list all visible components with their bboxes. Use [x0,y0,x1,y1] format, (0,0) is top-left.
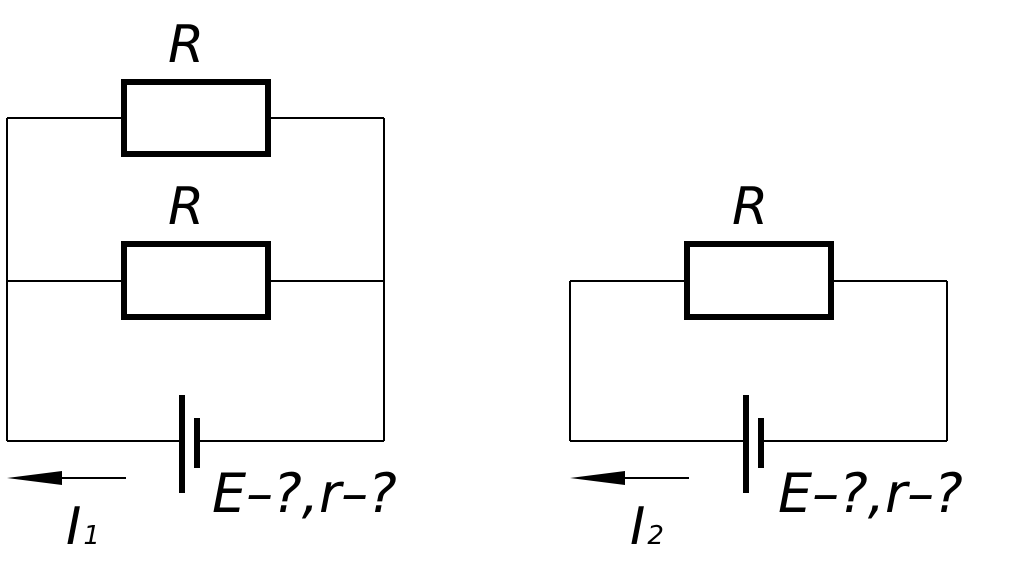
c2-current-label: I2 [630,497,664,557]
c1-source-label: E–?,r–? [212,462,397,525]
c1-current-label: I1 [66,497,100,557]
c2-source-label: E–?,r–? [778,462,963,525]
c2-source-symbol [743,395,764,493]
circuit-2: R E–?,r–? I2 [569,177,963,557]
c1-resistor-bottom-label: R [168,177,204,237]
c1-source-symbol [179,395,200,493]
c1-resistor-top-label: R [168,15,204,75]
c1-resistor-bottom [121,241,271,320]
c1-current-symbol: I [66,497,81,557]
c1-current-subscript: 1 [83,521,100,551]
circuit-1: R R E–?,r–? I1 [6,15,397,557]
c1-resistor-top [121,79,271,157]
c1-arrow-head [7,471,62,485]
c2-current-subscript: 2 [647,521,664,551]
c1-current-arrow [7,471,126,485]
c2-resistor-label: R [732,177,768,237]
c2-current-symbol: I [630,497,645,557]
c2-current-arrow [570,471,689,485]
c2-resistor [684,241,834,320]
c2-arrow-head [570,471,625,485]
